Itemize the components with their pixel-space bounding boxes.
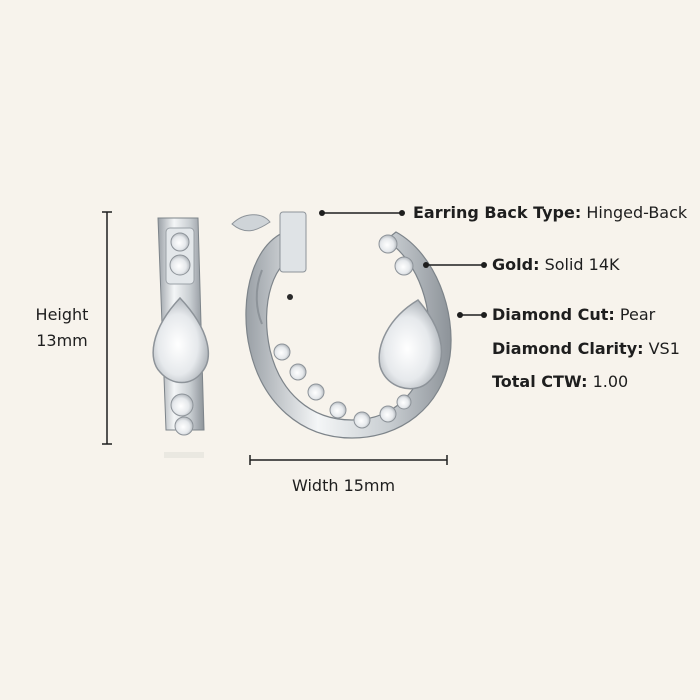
spec-earring-back-type: Earring Back Type: Hinged-Back xyxy=(413,203,687,222)
callout-pointer-gold xyxy=(423,262,487,268)
width-label: Width 15mm xyxy=(292,476,396,495)
spec-value: 1.00 xyxy=(592,372,629,391)
spec-diamond-clarity: Diamond Clarity: VS1 xyxy=(492,339,680,358)
earring-side-view xyxy=(231,211,452,439)
spec-value: Solid 14K xyxy=(544,255,620,274)
spec-gold: Gold: Solid 14K xyxy=(492,255,620,274)
spec-value: Hinged-Back xyxy=(586,203,688,222)
spec-key: Diamond Cut: xyxy=(492,305,615,324)
height-dimension-line xyxy=(102,211,112,445)
spec-key: Gold: xyxy=(492,255,540,274)
spec-value: Pear xyxy=(619,305,656,324)
spec-key: Earring Back Type: xyxy=(413,203,582,222)
spec-key: Diamond Clarity: xyxy=(492,339,644,358)
spec-key: Total CTW: xyxy=(492,372,588,391)
spec-diamond-cut: Diamond Cut: Pear xyxy=(492,305,655,324)
height-label: Height 13mm xyxy=(30,302,94,354)
spec-total-ctw: Total CTW: 1.00 xyxy=(492,372,628,391)
callout-pointer-diamond-cut xyxy=(457,312,487,318)
height-title: Height xyxy=(35,305,89,324)
callout-pointer-earring-back xyxy=(319,210,405,216)
earring-front-view xyxy=(152,217,209,458)
width-dimension-line xyxy=(249,455,448,465)
spec-value: VS1 xyxy=(648,339,680,358)
height-value: 13mm xyxy=(36,331,88,350)
